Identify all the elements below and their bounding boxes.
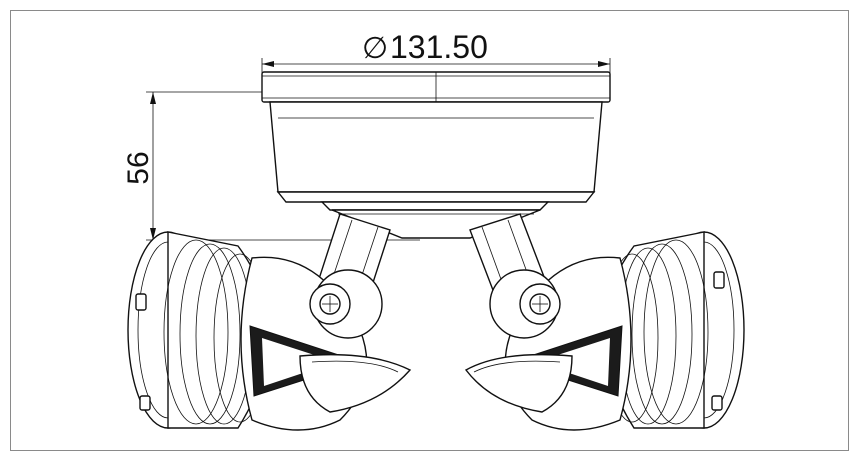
right-lamp-head xyxy=(464,231,745,431)
mounting-base xyxy=(261,71,611,239)
diameter-symbol: ∅ xyxy=(362,32,388,65)
diameter-value: 131.50 xyxy=(390,29,488,65)
height-value: 56 xyxy=(122,151,155,184)
left-lamp-head xyxy=(127,231,412,431)
